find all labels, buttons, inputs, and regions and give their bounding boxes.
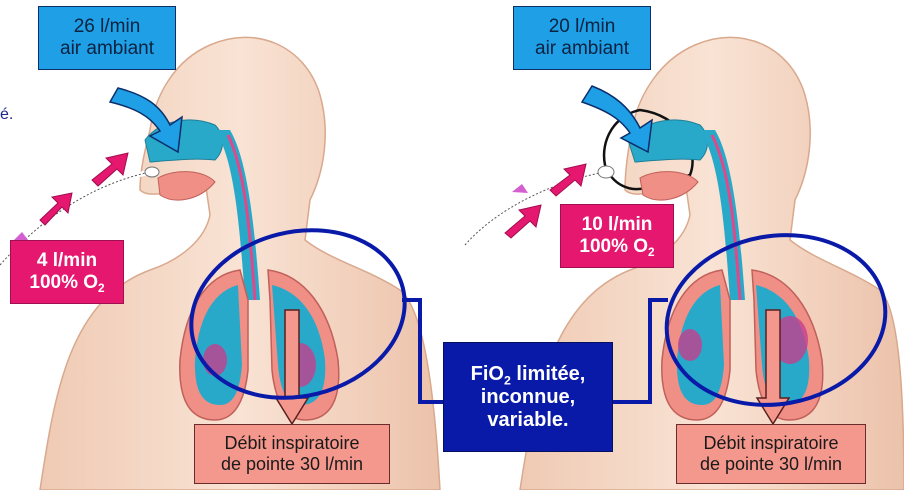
fio2-line2: inconnue, — [481, 386, 575, 409]
left-oxygen-flow-label: 4 l/min 100% O2 — [10, 240, 124, 304]
left-peak-flow-label: Débit inspiratoire de pointe 30 l/min — [194, 424, 390, 484]
fio2-line3: variable. — [487, 409, 568, 432]
right-peak-flow-line1: Débit inspiratoire — [703, 433, 838, 454]
left-oxygen-concentration: 100% O2 — [29, 272, 104, 294]
right-o2-arrow-3 — [512, 184, 528, 193]
right-o2-arrow-2 — [550, 164, 586, 196]
right-oxygen-flow-label: 10 l/min 100% O2 — [560, 204, 674, 268]
left-ambient-text: air ambiant — [60, 38, 154, 60]
right-peak-flow-line2: de pointe 30 l/min — [700, 454, 842, 475]
right-ambient-flow: 20 l/min — [549, 16, 616, 38]
right-mask-connector — [598, 166, 614, 178]
left-peak-flow-line1: Débit inspiratoire — [224, 433, 359, 454]
left-peak-flow-line2: de pointe 30 l/min — [221, 454, 363, 475]
fio2-line1: FiO2 limitée, — [471, 363, 586, 386]
right-oxygen-flow: 10 l/min — [582, 214, 653, 236]
left-lung-perfusion-spot-2 — [203, 344, 227, 376]
left-oxygen-flow: 4 l/min — [37, 250, 97, 272]
right-lung-perfusion-spot-2 — [678, 329, 702, 361]
right-peak-flow-label: Débit inspiratoire de pointe 30 l/min — [676, 424, 866, 484]
left-ambient-flow: 26 l/min — [74, 16, 141, 38]
left-oxygen-flow-arrows — [14, 153, 128, 240]
left-o2-arrow-1 — [40, 193, 72, 225]
right-ambient-text: air ambiant — [535, 38, 629, 60]
left-mouth — [158, 172, 215, 200]
right-ambient-air-label: 20 l/min air ambiant — [513, 6, 651, 70]
fio2-limitation-label: FiO2 limitée, inconnue, variable. — [443, 342, 613, 452]
left-nasal-prong — [145, 167, 159, 177]
edge-text-fragment: é. — [0, 106, 13, 124]
left-ambient-air-label: 26 l/min air ambiant — [38, 6, 176, 70]
right-oxygen-concentration: 100% O2 — [579, 236, 654, 258]
